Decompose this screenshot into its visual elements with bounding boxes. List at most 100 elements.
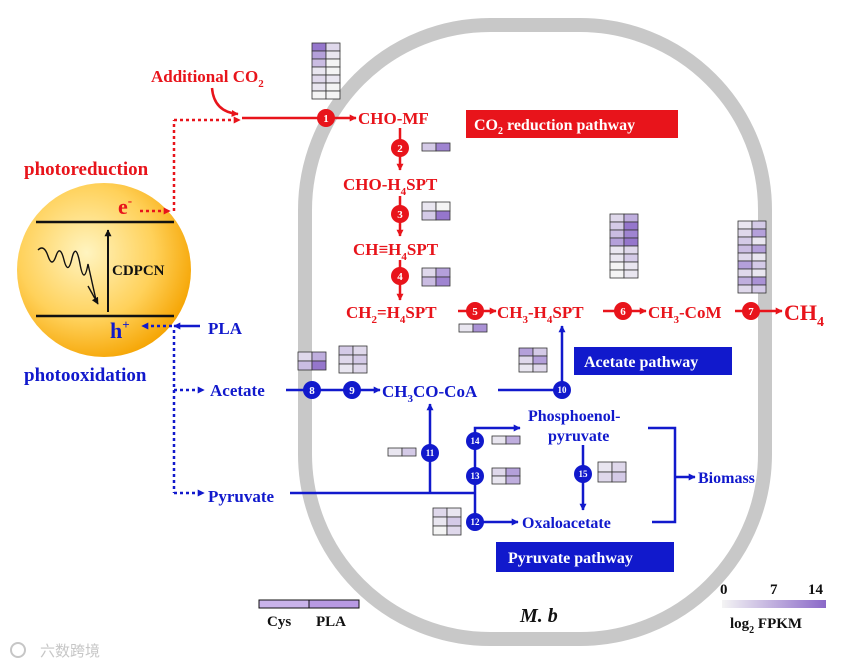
heatmap-cell bbox=[737, 228, 753, 238]
ch3-com: CH3-CoM bbox=[648, 303, 721, 326]
heatmap-cell bbox=[435, 267, 451, 278]
heatmap-cell bbox=[623, 245, 639, 255]
heatmap-cell bbox=[737, 268, 753, 278]
electron-transfer-arrows bbox=[140, 87, 357, 215]
heatmap-cell bbox=[435, 210, 451, 221]
svg-text:CO2 reduction pathway: CO2 reduction pathway bbox=[474, 117, 635, 137]
heatmap-cell bbox=[518, 347, 534, 357]
heatmap-cell bbox=[737, 260, 753, 270]
step-13: 13 bbox=[466, 467, 484, 485]
step-7: 7 bbox=[742, 302, 760, 320]
heatmap-cell bbox=[311, 82, 327, 92]
svg-text:log2 FPKM: log2 FPKM bbox=[730, 616, 802, 636]
svg-text:PLA: PLA bbox=[316, 614, 346, 630]
heatmap-cell bbox=[435, 201, 451, 212]
svg-text:13: 13 bbox=[471, 471, 481, 481]
heatmap-cell bbox=[432, 507, 448, 518]
oxaloacetate: Oxaloacetate bbox=[522, 515, 611, 532]
heatmap-cell bbox=[623, 261, 639, 271]
cho-mf: CHO-MF bbox=[358, 109, 429, 128]
svg-text:12: 12 bbox=[471, 517, 481, 527]
heatmap-cell bbox=[311, 58, 327, 68]
step-5: 5 bbox=[466, 302, 484, 320]
heatmap-cell bbox=[311, 74, 327, 84]
svg-text:14: 14 bbox=[808, 582, 824, 598]
heatmap-cell bbox=[751, 276, 767, 286]
ch3-h4spt: CH3-H4SPT bbox=[497, 303, 584, 326]
step-3: 3 bbox=[391, 205, 409, 223]
cell-membrane bbox=[298, 18, 772, 646]
heatmap-cell bbox=[352, 345, 368, 356]
acetate-pathway-label: Acetate pathway bbox=[574, 347, 732, 375]
heatmap-cell bbox=[432, 525, 448, 536]
heatmap-cell bbox=[751, 228, 767, 238]
svg-text:14: 14 bbox=[471, 436, 481, 446]
heatmap-cell bbox=[297, 360, 313, 371]
svg-text:Pyruvate pathway: Pyruvate pathway bbox=[508, 550, 633, 567]
heatmap-cell bbox=[611, 471, 627, 483]
heatmap-cell bbox=[472, 323, 488, 333]
heatmap-cell bbox=[311, 90, 327, 100]
heatmap-cell bbox=[532, 355, 548, 365]
light-wave-icon bbox=[37, 247, 97, 301]
electron-label: e- bbox=[118, 193, 132, 219]
heatmap-cell bbox=[597, 471, 613, 483]
pyruvate-pathway-label: Pyruvate pathway bbox=[496, 542, 674, 572]
svg-text:7: 7 bbox=[770, 582, 778, 598]
heatmap-cell bbox=[751, 268, 767, 278]
heatmap-cell bbox=[432, 516, 448, 527]
heatmap-cell bbox=[352, 363, 368, 374]
ch4-product: CH4 bbox=[784, 300, 824, 330]
heatmap-cell bbox=[311, 360, 327, 371]
heatmap-cell bbox=[611, 461, 627, 473]
heatmap-cell bbox=[446, 516, 462, 527]
heatmap-cell bbox=[435, 142, 451, 152]
heatmap-cell bbox=[325, 90, 341, 100]
heatmap-cell bbox=[311, 42, 327, 52]
hole-label: h+ bbox=[110, 317, 130, 343]
photooxidation-label: photooxidation bbox=[24, 365, 147, 386]
organism-label: M. b bbox=[519, 605, 558, 627]
heatmap-cell bbox=[609, 269, 625, 279]
heatmap-cell bbox=[623, 213, 639, 223]
step-11: 11 bbox=[421, 444, 439, 462]
co2-pathway-arrows bbox=[396, 128, 783, 315]
heatmap-cell bbox=[325, 74, 341, 84]
heatmap-cell bbox=[505, 475, 521, 485]
heatmap-cell bbox=[435, 276, 451, 287]
pla-label: PLA bbox=[208, 319, 243, 338]
heatmap-cell bbox=[421, 276, 437, 287]
heatmap-cell bbox=[421, 142, 437, 152]
heatmap-cell bbox=[421, 201, 437, 212]
heatmap-cell bbox=[325, 66, 341, 76]
svg-text:5: 5 bbox=[472, 306, 478, 318]
heatmap-cell bbox=[609, 221, 625, 231]
heatmap-cell bbox=[401, 447, 417, 457]
co2-reduction-pathway-label: CO2 reduction pathway bbox=[466, 110, 678, 138]
svg-text:Acetate pathway: Acetate pathway bbox=[584, 354, 698, 371]
step-9: 9 bbox=[343, 381, 361, 399]
svg-text:3: 3 bbox=[397, 209, 403, 221]
heatmap-cell bbox=[623, 221, 639, 231]
catalyst-name: CDPCN bbox=[112, 263, 165, 279]
ch2-h4spt: CH2=H4SPT bbox=[346, 303, 437, 326]
heatmap-cell bbox=[311, 351, 327, 362]
svg-text:7: 7 bbox=[748, 306, 754, 318]
heatmap-cell bbox=[338, 354, 354, 365]
color-scale-legend: 0 7 14 log2 FPKM bbox=[720, 582, 826, 636]
biomass: Biomass bbox=[698, 470, 755, 487]
heatmap-cell bbox=[491, 435, 507, 445]
cho-h4spt: CHO-H4SPT bbox=[343, 175, 438, 198]
heatmap-cell bbox=[609, 245, 625, 255]
svg-text:8: 8 bbox=[309, 385, 315, 397]
svg-text:Cys: Cys bbox=[267, 614, 291, 630]
heatmap-cell bbox=[623, 253, 639, 263]
heatmap-cell bbox=[325, 58, 341, 68]
heatmap-cell bbox=[518, 363, 534, 373]
svg-text:2: 2 bbox=[397, 143, 403, 155]
heatmap-cell bbox=[505, 435, 521, 445]
heatmap-cell bbox=[623, 229, 639, 239]
svg-text:六数跨境: 六数跨境 bbox=[40, 642, 100, 660]
pep-line1: Phosphoenol- bbox=[528, 408, 620, 425]
